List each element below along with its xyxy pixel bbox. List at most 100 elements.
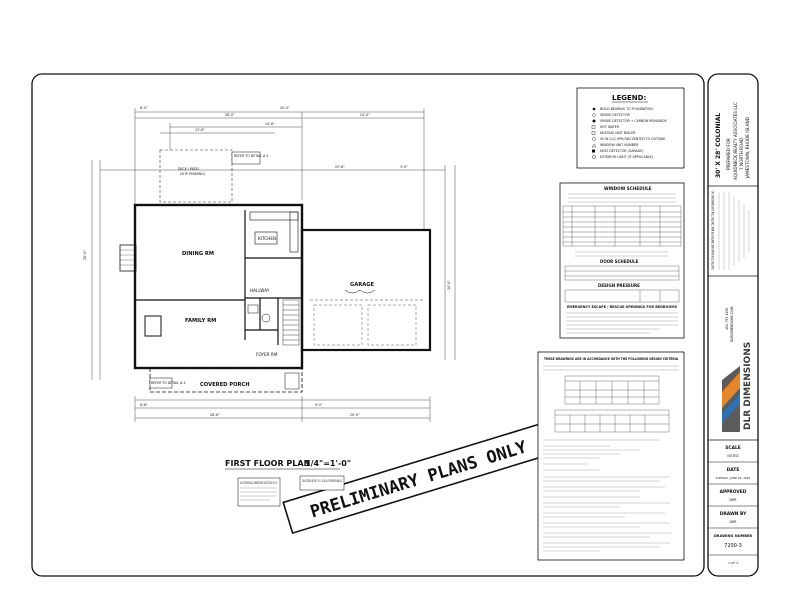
garage-walls	[300, 228, 432, 352]
toilet-icon	[261, 313, 271, 323]
dim-label-8: 3'-0"	[400, 165, 408, 169]
legend-item-3: SMOKE DETECTOR + CARBON MONOXIDE	[600, 119, 667, 123]
smoke-detector-icon	[592, 113, 596, 117]
field-scale-label: SCALE	[725, 445, 741, 451]
disclaimer-text: CONSTRUCTION PLANS ARE CRAFTED FOR NEW C…	[711, 190, 715, 270]
porch-detail-text: REFER TO DETAIL # 4	[151, 381, 186, 385]
dim-label-7: 22'-6"	[335, 165, 345, 169]
window-schedule-table	[562, 205, 682, 247]
house-walls	[133, 203, 304, 370]
fan-icon	[592, 137, 596, 141]
egress-title: EMERGENCY ESCAPE / RESCUE OPENINGS FOR B…	[567, 305, 677, 309]
prepared-for: PREPARED FOR	[726, 138, 731, 170]
window-tag-icon	[591, 143, 597, 148]
criteria-notes	[543, 439, 672, 552]
hot-water-icon	[591, 125, 596, 129]
design-pressure-table	[564, 289, 680, 303]
dim-label-9: 8'-8"	[140, 403, 148, 407]
field-date-label: DATE	[727, 467, 740, 473]
room-hallway: HALLWAY	[250, 288, 270, 293]
deck-detail-text: REFER TO DETAIL # 4	[234, 154, 269, 158]
title-fields: SCALE NOTED DATE TUESDAY, JUNE 21, 2022 …	[708, 445, 758, 565]
field-drawing-number-value: 7200-3	[724, 543, 742, 549]
legend-items: BUILD BEARING TO FOUNDATION SMOKE DETECT…	[591, 107, 667, 159]
door-schedule-title: DOOR SCHEDULE	[600, 259, 639, 264]
room-kitchen: KITCHEN	[258, 236, 276, 241]
schedule-notes-lines	[568, 193, 676, 203]
criteria-table-1	[564, 375, 660, 405]
logo-orange-stripe	[722, 372, 740, 408]
garage-drain-icon	[344, 289, 376, 294]
company-phone: 401.793.1258	[725, 308, 729, 330]
deck-sublabel: (SITE PENDING)	[180, 172, 205, 176]
dim-label-3: 28'-0"	[225, 113, 235, 117]
fireplace-icon	[144, 315, 162, 337]
interior-walls	[135, 210, 302, 345]
heat-detector-icon	[592, 149, 595, 153]
deck-outline	[159, 149, 233, 203]
dim-label-5: 14'-6"	[265, 122, 275, 126]
legend-item-9: EXTERIOR LIGHT (IF APPLICABLE)	[600, 155, 653, 159]
note-mid-text: 2X6 STUDS @ 16" O.C. AT ALL EXTERIOR WAL…	[302, 479, 342, 483]
note-left-text: ALL EXTERIOR WALLS FRAMED WITH 2X6 STUDS…	[240, 481, 278, 485]
deck-label: DECK / PATIO	[178, 167, 199, 171]
logo-blue-stripe	[722, 394, 740, 424]
field-drawn-label: DRAWN BY	[720, 511, 747, 517]
side-steps	[119, 244, 137, 272]
boiler-icon	[591, 131, 596, 135]
title-block: 30' X 28' COLONIAL PREPARED FOR AQUIDNEC…	[708, 102, 758, 565]
room-foyer: FOYER RM	[256, 352, 278, 357]
field-scale-value: NOTED	[727, 454, 739, 458]
dim-label-10: 28'-8"	[210, 413, 220, 417]
room-dining: DINING RM	[182, 251, 214, 257]
garage-bay-1	[313, 304, 363, 346]
company-logo: DLR DIMENSIONS	[722, 342, 753, 432]
exterior-light-icon	[592, 155, 596, 159]
field-date-value: TUESDAY, JUNE 21, 2022	[715, 476, 751, 480]
disclaimer-lines	[718, 192, 750, 270]
deck-detail-callout	[231, 151, 261, 165]
sink-icon	[247, 304, 259, 314]
dim-label-13: 28'-0"	[83, 250, 87, 260]
dim-label-12: 9'-0"	[315, 403, 323, 407]
plan-title: FIRST FLOOR PLAN	[225, 459, 310, 468]
design-pressure-title: DESIGN PRESSURE	[598, 283, 640, 288]
bottom-dimensions	[134, 396, 431, 422]
porch-detail-callout	[149, 377, 173, 389]
room-garage: GARAGE	[350, 282, 375, 288]
dim-label-1: 8'-0"	[140, 106, 148, 110]
legend-title: LEGEND:	[612, 94, 646, 102]
note-left-lines	[240, 487, 277, 501]
dim-label-6: 13'-6"	[195, 128, 205, 132]
kitchen-counters	[249, 211, 299, 253]
legend-item-8: HEAT DETECTOR (GARAGE)	[600, 149, 643, 153]
side-steps-treads	[120, 249, 136, 266]
title-block-border	[707, 73, 759, 577]
legend-item-6: 50 W CLG OPN FAN VENTED TO OUTSIDE	[600, 137, 665, 141]
field-drawn-value: DRR	[730, 520, 738, 524]
room-family: FAMILY RM	[185, 318, 216, 324]
window-schedule-title: WINDOW SCHEDULE	[604, 186, 652, 191]
legend-item-1: BUILD BEARING TO FOUNDATION	[600, 107, 653, 111]
schedule-box	[559, 182, 685, 339]
bearing-icon	[592, 107, 596, 111]
dim-label-14: 24'-0"	[447, 280, 451, 290]
company-web: DLRDIMENSIONS.COM	[730, 306, 734, 342]
room-porch: COVERED PORCH	[200, 382, 250, 388]
door-schedule-table	[564, 265, 680, 281]
legend-item-5: HEATING UNIT BOILER	[600, 131, 636, 135]
dim-label-11: 20'-0"	[350, 413, 360, 417]
field-approved-label: APPROVED	[720, 489, 747, 495]
field-drawing-number-label: DRAWING NUMBER	[714, 534, 753, 538]
sheet-border	[31, 73, 705, 577]
garage-bay-2	[367, 304, 417, 346]
client-name: AQUIDNECK REALTY ASSOCIATES LLC	[733, 102, 738, 180]
legend-item-4: HOT WATER	[600, 125, 620, 129]
floor-plan: 8'-0" 20'-0" 28'-0" 24'-0" 14'-6" 13'-6"…	[83, 106, 456, 422]
criteria-title: THESE DRAWINGS ARE IN ACCORDANCE WITH TH…	[544, 357, 678, 361]
porch-outline	[149, 367, 303, 393]
schedule-notes-lines-2	[575, 251, 668, 257]
dim-label-4: 24'-0"	[360, 113, 370, 117]
